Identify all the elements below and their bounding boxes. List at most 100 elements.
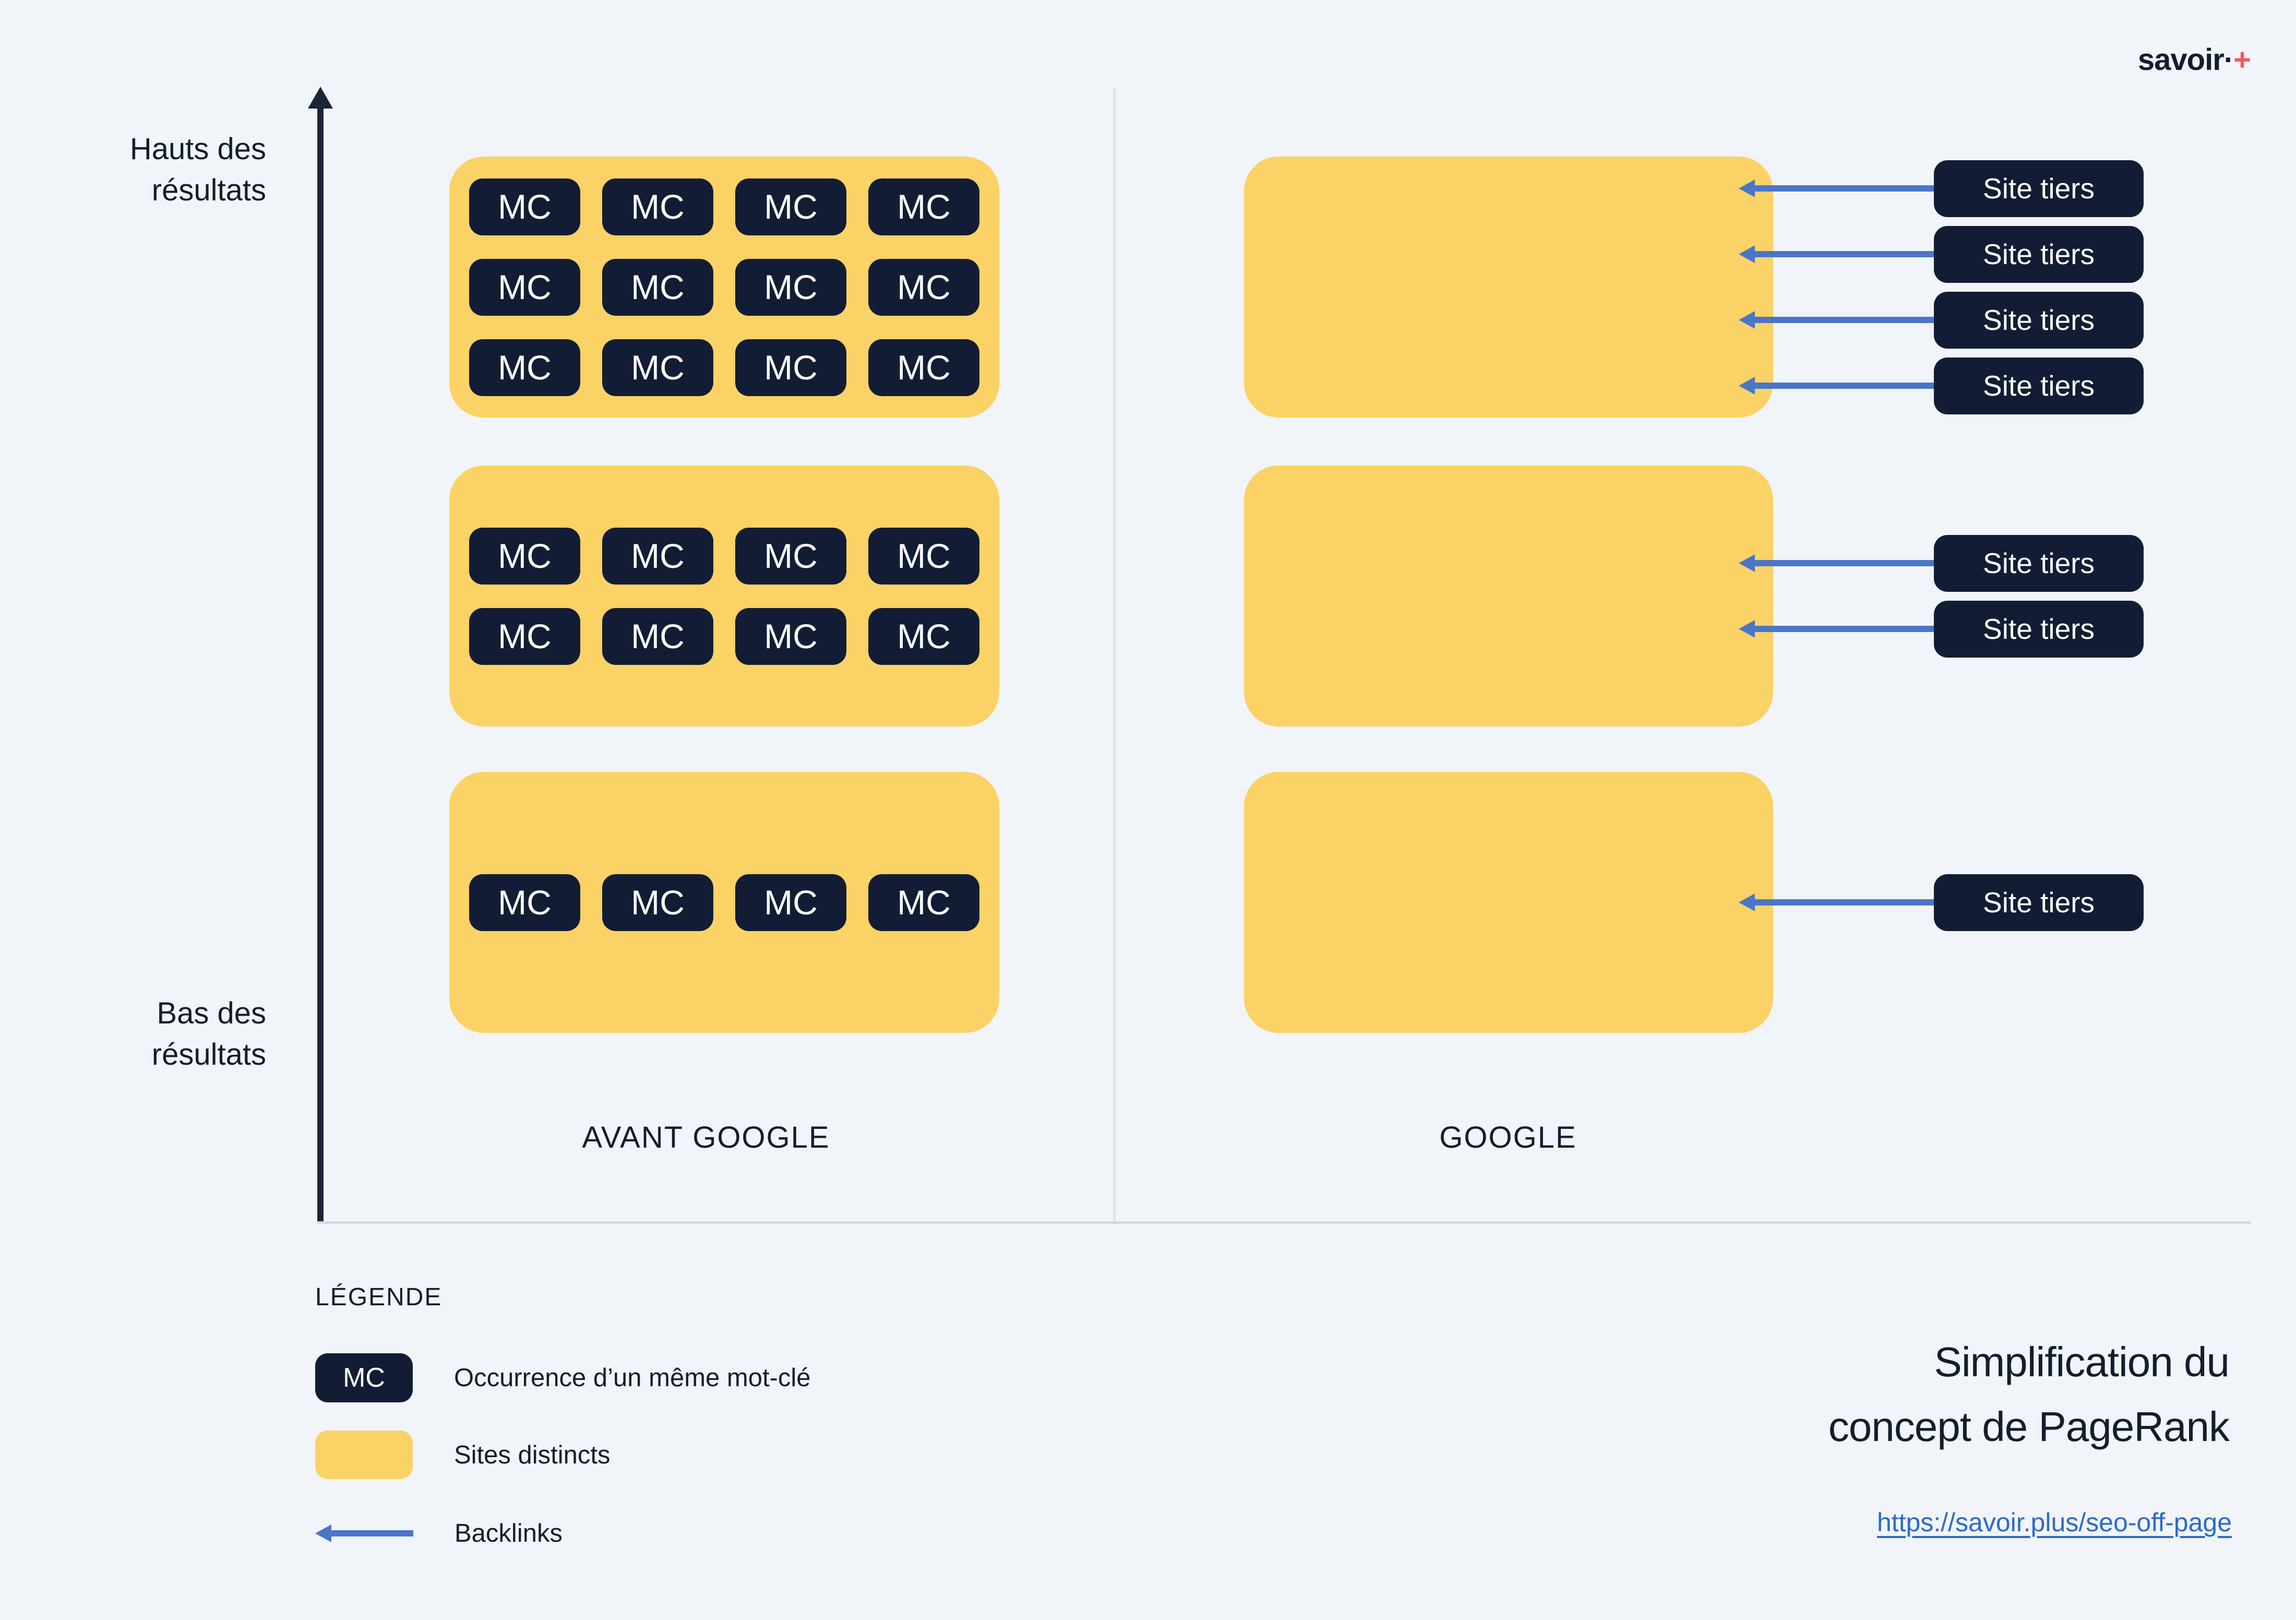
mc-chip: MC [469, 527, 580, 585]
arrow-shaft [1755, 185, 1934, 192]
legend-item-sites: Sites distincts [315, 1431, 611, 1479]
axis-label-bottom-line1: Bas des [157, 996, 266, 1030]
mc-chip: MC [602, 178, 713, 235]
brand-logo-name: savoir [2137, 43, 2225, 77]
arrow-shaft [1755, 626, 1934, 632]
arrow-shaft [1755, 560, 1934, 566]
mc-row: MC MC MC MC [469, 339, 979, 396]
site-tiers-chip: Site tiers [1934, 600, 2144, 658]
arrowhead-icon [1739, 620, 1755, 638]
arrowhead-icon [1739, 894, 1755, 911]
mc-chip: MC [735, 339, 846, 396]
backlink-item: Site tiers [1739, 225, 2144, 283]
column-label-google: GOOGLE [1439, 1121, 1577, 1154]
infographic-title-line1: Simplification du [1934, 1339, 2230, 1385]
mc-chip: MC [868, 874, 979, 931]
backlink-arrow-icon [1739, 377, 1934, 395]
brand-logo-dot: · [2223, 43, 2234, 77]
site-tiers-chip: Site tiers [1934, 357, 2144, 414]
axis-label-top-line1: Hauts des [129, 132, 266, 166]
mc-chip: MC [602, 608, 713, 665]
site-tiers-chip: Site tiers [1934, 291, 2144, 349]
backlink-item: Site tiers [1739, 357, 2144, 414]
backlink-item: Site tiers [1739, 534, 2144, 592]
mc-chip: MC [469, 258, 580, 316]
mc-chip: MC [469, 339, 580, 396]
infographic-title-line2: concept de PageRank [1828, 1403, 2230, 1450]
infographic-title: Simplification du concept de PageRank [1828, 1330, 2230, 1459]
mc-row: MC MC MC MC [469, 608, 979, 665]
legend-mc-chip: MC [315, 1353, 413, 1402]
backlink-arrow-icon [1739, 894, 1934, 911]
legend-item-label: Occurrence d’un même mot-clé [454, 1364, 811, 1392]
mc-chip: MC [868, 339, 979, 396]
mc-row: MC MC MC MC [469, 178, 979, 235]
legend-item-mc: MC Occurrence d’un même mot-clé [315, 1353, 811, 1402]
mc-chip: MC [735, 178, 846, 235]
mc-chip: MC [469, 178, 580, 235]
arrowhead-icon [1739, 311, 1755, 329]
arrowhead-icon [315, 1524, 331, 1542]
mc-chip: MC [602, 258, 713, 316]
site-tiers-group: Site tiers [1739, 772, 2144, 1033]
site-tiers-chip: Site tiers [1934, 874, 2144, 931]
site-tiers-chip: Site tiers [1934, 160, 2144, 217]
axis-label-top: Hauts des résultats [31, 128, 266, 211]
mc-chip: MC [868, 527, 979, 585]
mc-chip: MC [868, 178, 979, 235]
column-divider-line [1114, 88, 1116, 1223]
mc-chip: MC [602, 339, 713, 396]
source-link[interactable]: https://savoir.plus/seo-off-page [1876, 1508, 2232, 1537]
mc-chip: MC [735, 527, 846, 585]
mc-chip: MC [602, 874, 713, 931]
legend-site-swatch [315, 1431, 413, 1479]
backlink-arrow-icon [1739, 620, 1934, 638]
site-distinct-box [1244, 157, 1773, 418]
backlink-item: Site tiers [1739, 600, 2144, 658]
backlink-arrow-icon [1739, 311, 1934, 329]
arrow-shaft [1755, 251, 1934, 257]
backlink-item: Site tiers [1739, 160, 2144, 217]
arrowhead-icon [1739, 180, 1755, 197]
mc-chip: MC [735, 258, 846, 316]
arrowhead-icon [1739, 377, 1755, 395]
site-distinct-box [1244, 772, 1773, 1033]
column-label-avant-google: AVANT GOOGLE [582, 1121, 830, 1154]
backlink-arrow-icon [1739, 180, 1934, 197]
arrowhead-icon [1739, 245, 1755, 263]
baseline [317, 1221, 2251, 1224]
legend-item-label: Backlinks [455, 1519, 563, 1547]
legend-backlink-arrow-icon [315, 1524, 413, 1542]
mc-chip: MC [469, 608, 580, 665]
mc-chip: MC [735, 874, 846, 931]
axis-arrowhead-icon [308, 87, 333, 109]
brand-logo: savoir·+ [2138, 45, 2251, 75]
backlink-item: Site tiers [1739, 291, 2144, 349]
arrow-shaft [331, 1530, 413, 1536]
y-axis-line [317, 106, 324, 1223]
site-tiers-chip: Site tiers [1934, 534, 2144, 592]
backlink-item: Site tiers [1739, 874, 2144, 931]
legend-item-backlinks: Backlinks [315, 1509, 563, 1558]
mc-chip: MC [868, 608, 979, 665]
arrow-shaft [1755, 383, 1934, 389]
arrow-shaft [1755, 317, 1934, 323]
arrow-shaft [1755, 899, 1934, 906]
mc-chip: MC [735, 608, 846, 665]
backlink-arrow-icon [1739, 245, 1934, 263]
axis-label-top-line2: résultats [151, 173, 266, 207]
site-tiers-chip: Site tiers [1934, 225, 2144, 283]
backlink-arrow-icon [1739, 554, 1934, 572]
legend-heading: LÉGENDE [315, 1283, 443, 1311]
